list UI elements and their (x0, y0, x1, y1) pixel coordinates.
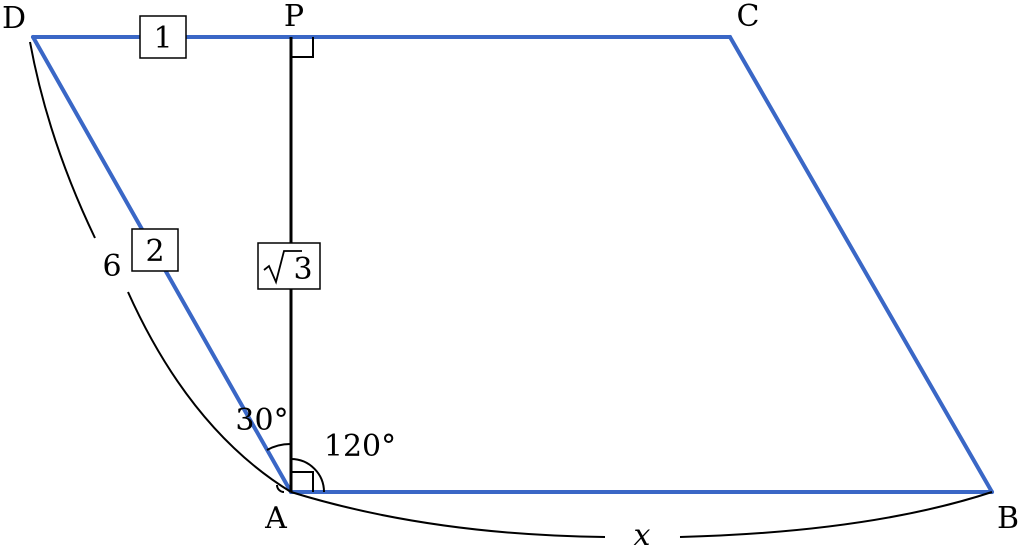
angle-120-label: 120° (324, 429, 396, 464)
vertex-a-label: A (264, 501, 287, 536)
ab-length-label: x (634, 518, 651, 550)
angle-arc-30 (266, 442, 292, 451)
vertex-p-label: P (284, 0, 304, 34)
length-curve-ad-upper (29, 41, 96, 239)
side-cb (728, 35, 994, 494)
sqrt-sign (263, 250, 302, 285)
length-curve-ab-right (679, 491, 993, 538)
box-dp (139, 15, 187, 59)
ad-length-label: 6 (102, 249, 121, 284)
box-ad (131, 228, 179, 272)
length-curve-ad-lower (127, 291, 292, 493)
box-ad-label: 2 (145, 234, 164, 269)
angle-30-label: 30° (235, 403, 288, 438)
angle-arc-120 (276, 458, 325, 493)
box-ap-radicand: 3 (293, 252, 312, 287)
length-curve-ab-left (290, 491, 606, 538)
right-angle-mark-p (291, 37, 314, 58)
vertex-b-label: B (997, 501, 1019, 536)
right-angle-mark-a (291, 471, 314, 492)
vertex-c-label: C (737, 0, 760, 34)
vertex-d-label: D (2, 1, 26, 36)
box-dp-label: 1 (153, 21, 172, 56)
